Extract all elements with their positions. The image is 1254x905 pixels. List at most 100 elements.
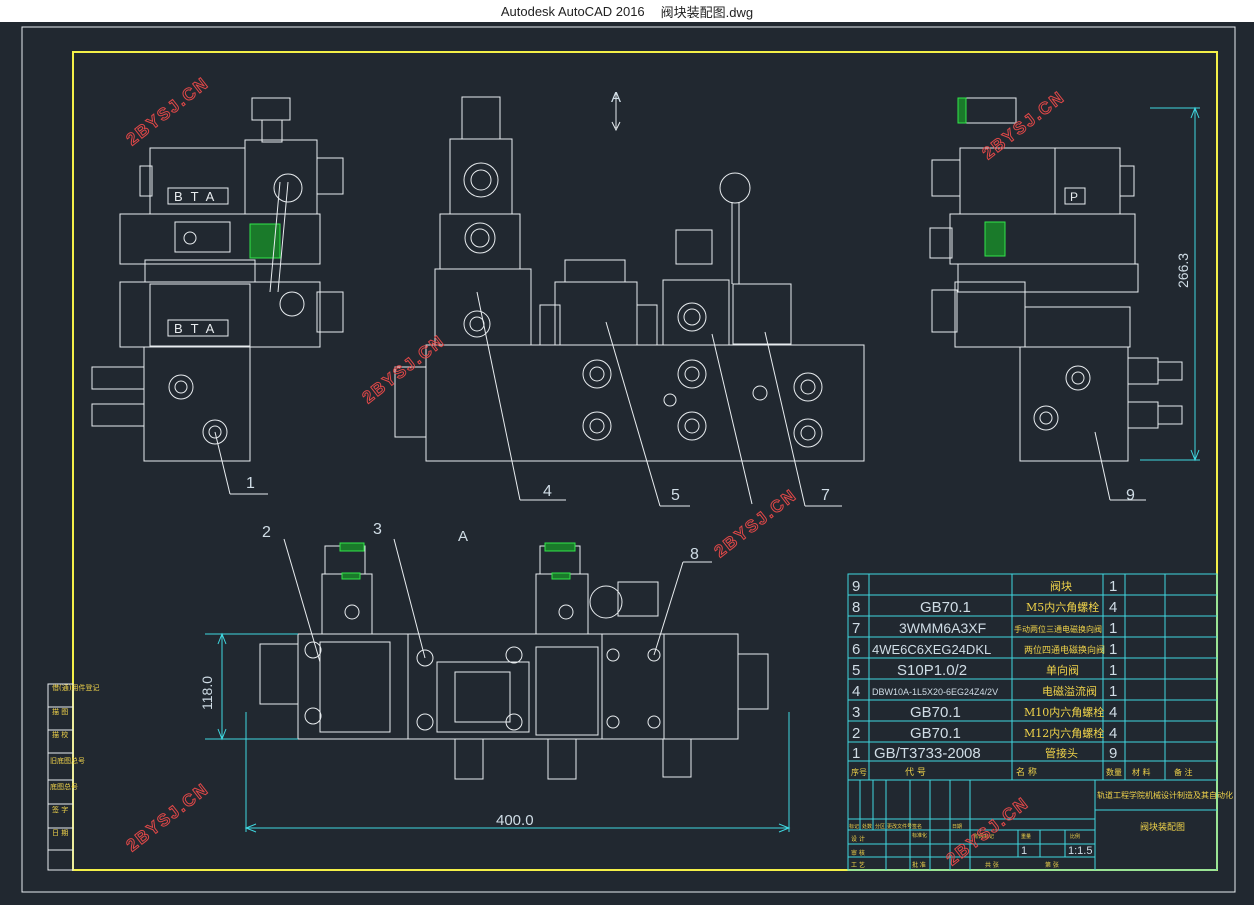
balloon-3: 3 xyxy=(373,521,382,538)
bta-label-top: BTA xyxy=(174,189,222,204)
bom-row-code: 4WE6C6XEG24DKL xyxy=(872,642,991,657)
tb-date: 日期 xyxy=(952,824,962,830)
bom-row-code: DBW10A-1L5X20-6EG24Z4/2V xyxy=(872,687,998,697)
front-view[interactable] xyxy=(394,92,865,507)
bom-row-name: 单向阀 xyxy=(1046,663,1079,677)
bom-row-no: 5 xyxy=(852,662,860,679)
strip-text-6: 日 期 xyxy=(52,829,68,837)
inner-frame xyxy=(72,51,1218,871)
balloon-4: 4 xyxy=(543,483,552,500)
tb-ratio: 比例 xyxy=(1070,833,1080,840)
bom-row-code: GB70.1 xyxy=(920,599,971,616)
bom-row-no: 7 xyxy=(852,620,860,637)
bom-row-code: 3WMM6A3XF xyxy=(899,620,986,636)
bom-row-qty: 4 xyxy=(1109,704,1117,721)
section-view-label: A xyxy=(458,528,468,545)
dim-height-right: 266.3 xyxy=(1175,253,1191,288)
dim-width-bottom: 400.0 xyxy=(496,812,534,829)
tb-school: 轨道工程学院机械设计制造及其自动化 xyxy=(1097,790,1233,800)
balloon-2: 2 xyxy=(262,524,271,541)
bom-header-code: 代 号 xyxy=(905,767,926,778)
bom-row-name: 两位四通电磁换向阀 xyxy=(1024,644,1105,656)
bom-table xyxy=(847,573,1218,781)
bottom-view[interactable] xyxy=(205,538,791,833)
tb-craft: 工 艺 xyxy=(851,861,865,869)
bom-row-code: GB70.1 xyxy=(910,704,961,721)
bom-row-code: GB70.1 xyxy=(910,725,961,742)
strip-text-4: 底图总号 xyxy=(50,782,78,791)
app-name: Autodesk AutoCAD 2016 xyxy=(500,3,645,19)
view-arrow-label: A xyxy=(611,89,621,106)
strip-text-5: 签 字 xyxy=(52,805,68,814)
bom-row-name: 阀块 xyxy=(1050,579,1072,593)
balloon-5: 5 xyxy=(671,487,680,504)
watermark-text: 2BYSJ.CN xyxy=(943,793,1033,869)
bom-rows: 9 阀块 1 8 GB70.1 M5内六角螺栓 4 7 3WMM6A3XF 手动… xyxy=(851,578,1193,778)
tb-review: 审 核 xyxy=(851,849,865,857)
bom-row-no: 1 xyxy=(852,745,860,762)
watermark-text: 2BYSJ.CN xyxy=(711,485,801,561)
tb-total: 共 张 xyxy=(985,861,999,869)
left-strip: 借(通)用件登记 描 图 描 校 旧底图总号 底图总号 签 字 日 期 xyxy=(47,683,99,871)
tb-sheet-qty: 1 xyxy=(1021,845,1027,857)
bom-header-material: 材 料 xyxy=(1132,767,1151,777)
title-block xyxy=(847,779,1218,871)
left-side-view[interactable]: BTA BTA xyxy=(91,97,344,495)
bom-row-name: 手动两位三通电磁换向阀 xyxy=(1014,624,1102,634)
tb-design: 设 计 xyxy=(851,835,865,843)
bom-row-no: 4 xyxy=(852,683,860,700)
bom-row-qty: 9 xyxy=(1109,745,1117,762)
bom-row-no: 2 xyxy=(852,725,860,742)
bom-row-qty: 1 xyxy=(1109,620,1117,637)
strip-text-0: 借(通)用件登记 xyxy=(52,683,99,692)
bom-header-qty: 数量 xyxy=(1106,767,1122,777)
window-title-bar: Autodesk AutoCAD 2016 阀块装配图.dwg xyxy=(0,0,1254,22)
bom-row-qty: 1 xyxy=(1109,578,1117,595)
file-name: 阀块装配图.dwg xyxy=(660,4,754,20)
bom-row-no: 6 xyxy=(852,641,860,658)
strip-text-3: 旧底图总号 xyxy=(50,756,85,765)
watermark-text: 2BYSJ.CN xyxy=(123,73,213,149)
bom-row-name: M10内六角螺栓 xyxy=(1024,705,1104,719)
bom-row-name: M12内六角螺栓 xyxy=(1024,726,1104,740)
bom-row-name: M5内六角螺栓 xyxy=(1026,600,1099,614)
strip-text-2: 描 校 xyxy=(52,730,68,739)
tb-mark: 标记 xyxy=(849,823,859,830)
tb-approve: 批 准 xyxy=(912,861,926,869)
bom-row-qty: 1 xyxy=(1109,641,1117,658)
balloon-7: 7 xyxy=(821,487,830,504)
dim-height-left: 118.0 xyxy=(199,676,215,710)
bom-row-qty: 4 xyxy=(1109,599,1117,616)
bom-row-no: 8 xyxy=(852,599,860,616)
p-label: P xyxy=(1070,190,1078,204)
tb-zone: 分区 xyxy=(875,823,885,830)
bom-row-qty: 1 xyxy=(1109,683,1117,700)
tb-scale: 1:1.5 xyxy=(1068,845,1092,857)
bom-row-no: 9 xyxy=(852,578,860,595)
outer-frame xyxy=(21,26,1236,893)
tb-sheet: 第 张 xyxy=(1045,861,1059,869)
bom-header-remark: 备 注 xyxy=(1174,767,1193,777)
title-block-text: 轨道工程学院机械设计制造及其自动化 阀块装配图 1:1.5 1 标记 处数 分区… xyxy=(849,790,1233,869)
drawing-canvas[interactable]: 借(通)用件登记 描 图 描 校 旧底图总号 底图总号 签 字 日 期 BTA … xyxy=(0,22,1254,905)
bom-row-no: 3 xyxy=(852,704,860,721)
tb-standard: 标准化 xyxy=(912,832,927,839)
tb-sign: 签名 xyxy=(912,823,922,830)
balloon-1: 1 xyxy=(246,475,255,492)
right-side-view[interactable]: P xyxy=(929,97,1200,501)
bom-row-qty: 4 xyxy=(1109,725,1117,742)
strip-text-1: 描 图 xyxy=(52,707,68,716)
balloon-8: 8 xyxy=(690,546,699,563)
bom-row-name: 电磁溢流阀 xyxy=(1042,684,1097,698)
bom-row-name: 管接头 xyxy=(1045,746,1078,760)
watermark-text: 2BYSJ.CN xyxy=(359,331,449,407)
tb-weight: 重量 xyxy=(1021,833,1031,840)
balloon-9: 9 xyxy=(1126,487,1135,504)
watermark-text: 2BYSJ.CN xyxy=(123,779,213,855)
tb-change-doc: 更改文件号 xyxy=(887,823,912,830)
bom-row-code: S10P1.0/2 xyxy=(897,662,967,679)
tb-stage-mark: 阶段标记 xyxy=(974,833,994,840)
bom-row-qty: 1 xyxy=(1109,662,1117,679)
tb-drawing-title: 阀块装配图 xyxy=(1140,821,1185,833)
bom-header-no: 序号 xyxy=(851,767,867,777)
